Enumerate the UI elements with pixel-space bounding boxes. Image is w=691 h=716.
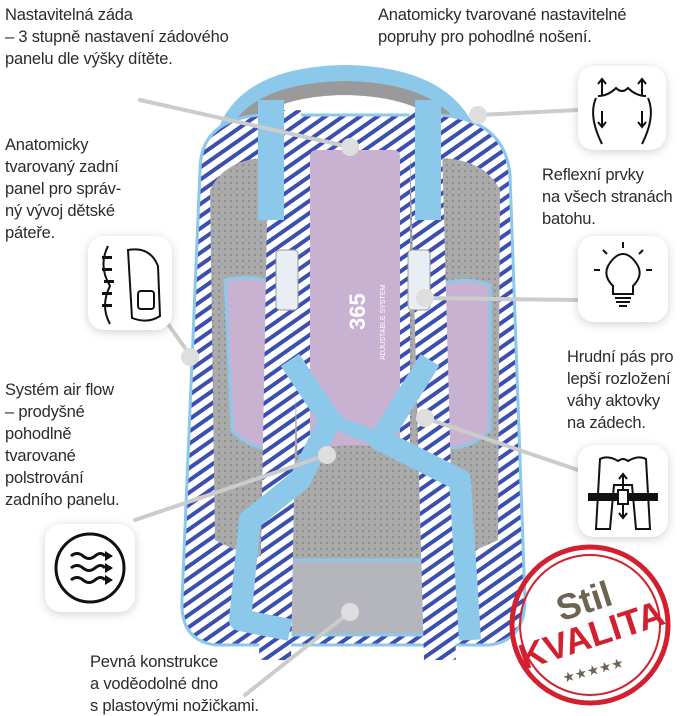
backpack-sublabel: ADJUSTABLE SYSTEM <box>380 284 387 360</box>
feature-straps: Anatomicky tvarované nastavitelné popruh… <box>378 6 627 46</box>
feature-bottom: Pevná konstrukce a voděodolné dno s plas… <box>90 653 259 715</box>
backpack-label: 365 <box>345 293 370 330</box>
reflector-left <box>275 249 299 311</box>
quality-stamp: Stil KVALITA ★★★★★ <box>505 540 675 710</box>
feature-back-panel: Anatomicky tvarovaný zadní panel pro spr… <box>5 136 122 242</box>
feature-chest-strap: Hrudní pás pro lepší rozložení váhy akto… <box>567 348 674 432</box>
light-bulb-icon <box>578 236 668 322</box>
spine-icon <box>88 236 172 330</box>
chest-strap-icon <box>578 445 668 537</box>
air-flow-icon <box>45 524 135 612</box>
center-panel <box>310 150 400 470</box>
chest-strap <box>327 413 383 447</box>
feature-airflow: Systém air flow – prodyšné pohodlně tvar… <box>5 381 120 509</box>
strap-adjust-icon <box>578 66 666 150</box>
feature-adjustable-back: Nastavitelná záda – 3 stupně nastavení z… <box>5 6 229 68</box>
feature-reflective: Reflexní prvky na všech stranách batohu. <box>542 166 673 228</box>
